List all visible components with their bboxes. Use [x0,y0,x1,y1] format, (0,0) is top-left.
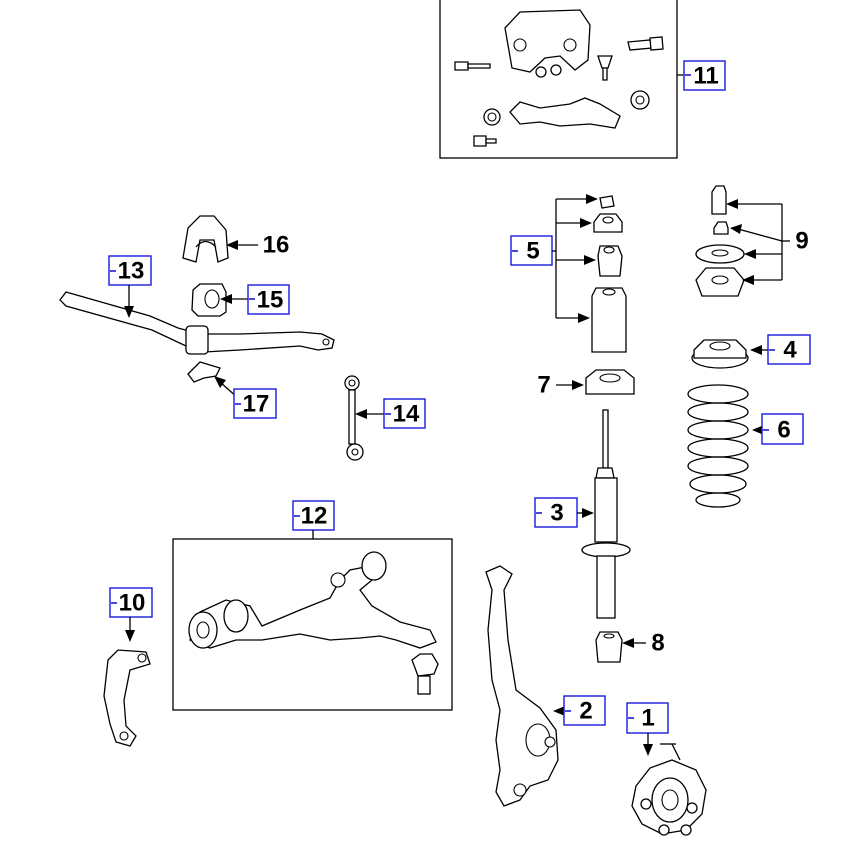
callout-1: 1 [626,702,669,756]
callout-17-label: 17 [243,391,270,418]
bump-stop-8 [595,631,623,663]
callout-4: 4 [750,334,811,365]
callout-8-label: 8 [651,630,664,657]
callout-14-label: 14 [393,401,420,428]
tension-strut-10 [103,649,151,747]
callout-3-label: 3 [550,500,563,527]
spring-seat-4 [691,339,749,369]
callout-10-label: 10 [119,590,146,617]
callout-7-label: 7 [537,372,550,399]
callout-12-label: 12 [301,503,328,530]
callout-4-label: 4 [783,337,797,364]
callout-13: 13 [108,255,152,318]
callout-2: 2 [553,695,606,726]
callout-11-label: 11 [693,63,718,90]
callout-15-label: 15 [257,287,284,314]
callout-6: 6 [752,413,804,445]
callout-11: 11 [677,60,726,91]
callout-1-label: 1 [641,705,654,732]
coil-spring-6 [687,384,749,508]
callout-17: 17 [214,376,277,419]
inset-frame-12 [172,538,453,711]
callout-5-label: 5 [526,238,539,265]
callout-15: 15 [220,284,290,315]
callout-16-label: 16 [263,232,290,259]
stabilizer-link-14 [344,375,364,461]
strut-upper-components-5 [591,195,627,353]
strut-assembly-3 [581,409,631,619]
stabilizer-bushing-15 [191,283,227,317]
inset-frame-11 [439,0,678,159]
callout-12: 12 [292,500,335,539]
callout-9: 9 [726,199,809,285]
callout-5: 5 [510,194,598,323]
wheel-hub-bearing-1 [631,743,707,836]
callout-8: 8 [622,630,665,657]
steering-knuckle-2 [485,565,559,807]
callout-9-label: 9 [795,228,808,255]
callout-6-label: 6 [777,417,790,444]
callout-13-label: 13 [118,258,145,285]
callout-14: 14 [355,398,426,429]
callout-3: 3 [534,497,594,528]
strut-mount-components-9 [695,185,745,297]
callout-7: 7 [537,372,584,399]
stabilizer-bar-13 [59,291,335,355]
callout-2-label: 2 [579,698,592,725]
stabilizer-bushing-bracket-16 [182,215,229,263]
callout-10: 10 [109,587,153,642]
stabilizer-clamp-17 [187,361,221,383]
spring-insulator-7 [585,369,635,395]
callout-16: 16 [226,232,289,259]
